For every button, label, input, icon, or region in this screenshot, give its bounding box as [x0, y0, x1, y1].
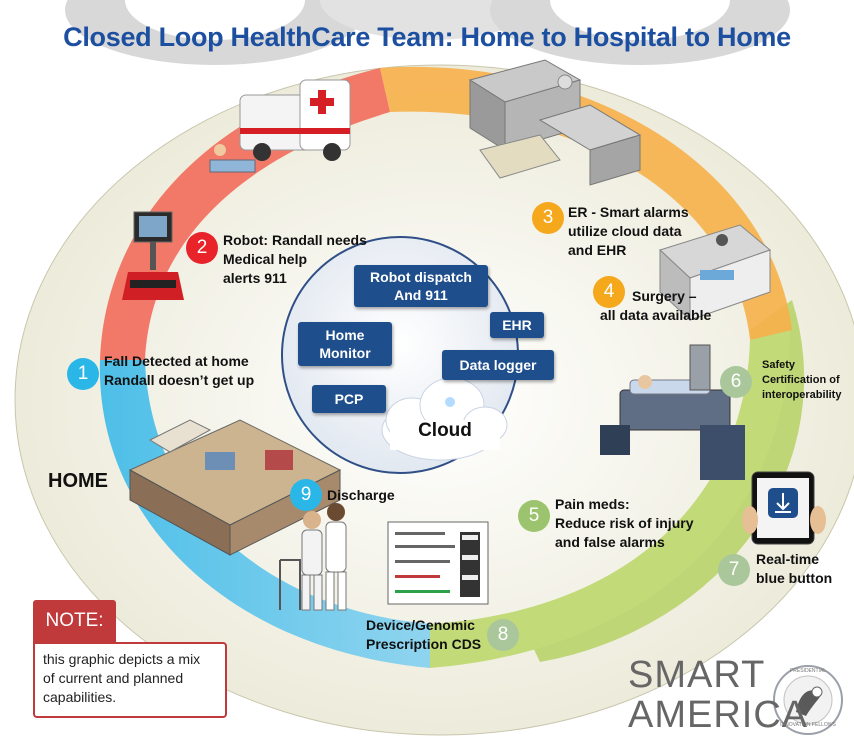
step-1-line2: Randall doesn’t get up	[104, 372, 255, 388]
top-shadow-mid	[320, 0, 540, 40]
step-5-badge: 5	[518, 500, 550, 532]
step-9-badge: 9	[290, 479, 322, 511]
step-1-line1: Fall Detected at home	[104, 353, 249, 369]
home-label: HOME	[48, 470, 108, 492]
step-1-label: Fall Detected at home Randall doesn’t ge…	[104, 352, 254, 390]
step-7-badge: 7	[718, 554, 750, 586]
step-4-line1: Surgery –	[632, 288, 697, 304]
cloud-icon	[381, 377, 508, 461]
step-5-line1: Pain meds:	[555, 496, 630, 512]
discharge-people-icon	[279, 503, 347, 611]
step-7-line2: blue button	[756, 570, 833, 586]
step-2-line3: alerts 911	[223, 270, 287, 286]
hospital-icon	[468, 59, 642, 186]
step-9-label: Discharge	[327, 486, 395, 505]
ehr-label: EHR	[502, 317, 532, 333]
step-2-line2: Medical help	[223, 251, 308, 267]
home-monitor-line1: Home	[325, 327, 365, 343]
tablet-icon	[742, 471, 826, 545]
operating-room-icon	[659, 224, 771, 322]
step-6-line3: interoperability	[762, 389, 842, 401]
robot-dispatch-box: Robot dispatch And 911	[354, 265, 488, 307]
step-8-badge: 8	[487, 619, 519, 651]
step-3-badge: 3	[532, 202, 564, 234]
step-8-label: Device/Genomic Prescription CDS	[366, 616, 481, 654]
arc-green-lower	[430, 330, 790, 668]
step-4-line2: all data available	[600, 307, 712, 323]
step-2-line1: Robot: Randall needs	[223, 232, 367, 248]
step-3-line3: and EHR	[568, 242, 627, 258]
ehr-box: EHR	[490, 312, 544, 338]
step-6-badge: 6	[720, 366, 752, 398]
presidential-seal-icon	[773, 665, 843, 735]
step-2-badge: 2	[186, 232, 218, 264]
brand-line2: AMERICA	[628, 694, 809, 736]
genomic-report-icon	[387, 521, 489, 605]
step-2-label: Robot: Randall needs Medical help alerts…	[223, 231, 367, 288]
note-body: this graphic depicts a mix of current an…	[33, 642, 227, 718]
brand-line1: SMART	[628, 654, 766, 696]
seal-text-top: PRESIDENTIAL	[789, 668, 827, 674]
step-8-line2: Prescription CDS	[366, 636, 482, 652]
step-3-line1: ER - Smart alarms	[568, 204, 689, 220]
diagram-title: Closed Loop HealthCare Team: Home to Hos…	[63, 22, 791, 52]
robot-dispatch-line2: And 911	[394, 287, 448, 303]
step-3-line2: utilize cloud data	[568, 223, 682, 239]
ambulance-icon	[209, 79, 351, 173]
data-logger-label: Data logger	[459, 357, 537, 373]
note-line3: capabilities.	[43, 689, 117, 705]
pcp-label: PCP	[334, 391, 364, 407]
cloud-label: Cloud	[418, 420, 472, 441]
note-line2: of current and planned	[43, 670, 184, 686]
home-monitor-line2: Monitor	[319, 345, 371, 361]
step-8-line1: Device/Genomic	[366, 617, 475, 633]
pcp-box: PCP	[312, 385, 386, 413]
robot-dispatch-line1: Robot dispatch	[370, 269, 472, 285]
step-3-label: ER - Smart alarms utilize cloud data and…	[568, 203, 689, 260]
step-5-line3: and false alarms	[555, 534, 665, 550]
step-6-line2: Certification of	[762, 374, 840, 386]
hospital-bed-icon	[600, 344, 745, 480]
step-7-line1: Real-time	[756, 551, 820, 567]
step-6-label: Safety Certification of interoperability	[762, 358, 841, 403]
robot-icon	[122, 211, 184, 300]
step-7-label: Real-time blue button	[756, 550, 832, 588]
home-monitor-box: Home Monitor	[298, 322, 392, 366]
data-logger-box: Data logger	[442, 350, 554, 380]
note-line1: this graphic depicts a mix	[43, 651, 201, 667]
step-5-line2: Reduce risk of injury	[555, 515, 694, 531]
step-4-label: Surgery – all data available	[600, 287, 711, 325]
step-6-line1: Safety	[762, 359, 796, 371]
step-9-line1: Discharge	[327, 487, 395, 503]
step-5-label: Pain meds: Reduce risk of injury and fal…	[555, 495, 693, 552]
step-4-badge: 4	[593, 276, 625, 308]
note-heading: NOTE:	[33, 600, 116, 642]
step-1-badge: 1	[67, 358, 99, 390]
seal-text-bottom: INNOVATION FELLOWS	[780, 722, 836, 728]
